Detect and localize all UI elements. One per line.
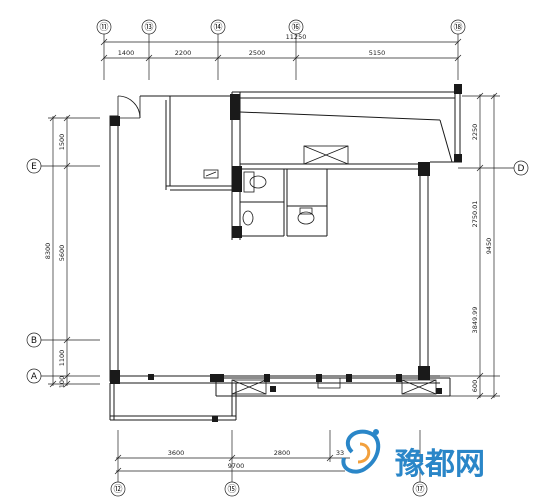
- brand-logo: [341, 429, 381, 474]
- bottom-dim-3: 33: [336, 449, 344, 457]
- right-dim-3: 9450: [485, 238, 493, 255]
- left-dim-3: 5600: [58, 245, 66, 262]
- toilet-bowl: [249, 175, 267, 189]
- left-dimensions: [26, 114, 100, 388]
- axis-label-12: ⑫: [113, 484, 122, 495]
- axis-label-17: ⑰: [415, 484, 424, 495]
- left-dim-2: 8300: [44, 243, 52, 260]
- bottom-left-cabinet: [231, 379, 267, 395]
- entry-door: [117, 95, 141, 119]
- left-dim-1: 1500: [58, 134, 66, 151]
- bottom-dim-1: 3600: [168, 449, 185, 457]
- brand-wordmark: 豫都网: [395, 447, 485, 482]
- top-dim-1: 1400: [118, 49, 135, 57]
- axis-circle-17: [412, 481, 428, 497]
- second-toilet: [297, 211, 315, 225]
- right-dim-1: 2250: [471, 124, 479, 141]
- axis-label-E: E: [31, 162, 37, 172]
- wash-basin: [242, 210, 254, 226]
- axis-label-D: D: [518, 164, 525, 174]
- structural-columns: [110, 84, 462, 422]
- bottom-total-dim: 9700: [228, 462, 245, 470]
- axis-label-A: A: [31, 372, 38, 382]
- axis-label-B: B: [31, 336, 37, 346]
- toilet-tank: [243, 171, 255, 193]
- right-dimensions: [440, 92, 529, 400]
- utility-sink: [203, 169, 219, 179]
- axis-label-15: ⑮: [227, 484, 236, 495]
- top-dimensions: [96, 19, 466, 80]
- bottom-dim-2: 2800: [274, 449, 291, 457]
- right-dim-5: 600: [471, 380, 479, 392]
- shower-tray: [303, 145, 349, 165]
- right-dim-4: 3849.99: [471, 307, 479, 334]
- top-total-dim: 11250: [286, 33, 307, 41]
- axis-circle-15: [224, 481, 240, 497]
- left-dim-4: 1100: [58, 350, 66, 367]
- axis-label-11: ⑪: [99, 22, 108, 33]
- axis-circle-12: [110, 481, 126, 497]
- axis-label-13: ⑬: [144, 22, 153, 33]
- top-dim-3: 2500: [249, 49, 266, 57]
- bathroom-fixtures: [203, 145, 437, 395]
- top-dim-2: 2200: [175, 49, 192, 57]
- right-dim-2: 2750.01: [471, 201, 479, 228]
- left-dim-5: 100: [58, 376, 66, 388]
- bottom-dimensions: [110, 430, 428, 497]
- building-walls: [109, 91, 462, 421]
- bottom-right-cabinet: [401, 379, 437, 395]
- axis-label-18: ⑱: [453, 22, 462, 33]
- axis-label-16: ⑯: [291, 22, 300, 33]
- axis-label-14: ⑭: [213, 22, 222, 33]
- top-dim-4: 5150: [369, 49, 386, 57]
